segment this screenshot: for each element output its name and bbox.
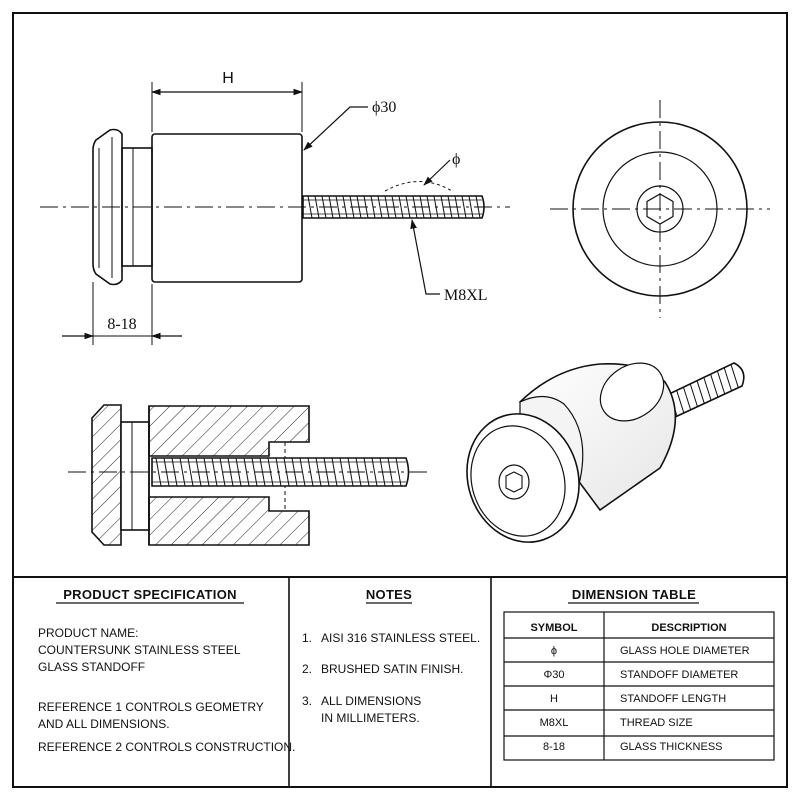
- table-cell-symbol: 8-18: [543, 741, 565, 753]
- drawing-line: [398, 195, 404, 219]
- barrel: [151, 133, 303, 283]
- note-text: IN MILLIMETERS.: [321, 711, 420, 725]
- dimension-table: SYMBOL DESCRIPTION ϕ GLASS HOLE DIAMETER…: [530, 622, 749, 753]
- drawing-line: [683, 387, 692, 410]
- spec-line: REFERENCE 1 CONTROLS GEOMETRY: [38, 700, 264, 714]
- drawing-line: [219, 457, 226, 487]
- phi-label: ϕ: [452, 151, 460, 168]
- drawing-line: [314, 195, 320, 219]
- table-cell-description: GLASS HOLE DIAMETER: [620, 645, 750, 657]
- table-cell-symbol: Φ30: [543, 669, 564, 681]
- note-number: 1.: [302, 631, 312, 645]
- note-number: 3.: [302, 694, 312, 708]
- drawing-line: [395, 457, 402, 487]
- hex-socket-icon: [646, 193, 674, 225]
- notes-title: NOTES: [366, 587, 412, 602]
- table-cell-description: STANDOFF DIAMETER: [620, 669, 738, 681]
- front-inner-circle: [602, 151, 718, 267]
- drawing-line: [211, 457, 218, 487]
- spec-text: PRODUCT NAME: COUNTERSUNK STAINLESS STEE…: [38, 626, 295, 754]
- drawing-line: [461, 195, 467, 219]
- section-view: [68, 404, 428, 546]
- drawing-line: [696, 381, 705, 404]
- drawing-line: [187, 457, 194, 487]
- drawing-line: [179, 457, 186, 487]
- d30-leader: [303, 106, 368, 151]
- sheet-border: [12, 12, 788, 788]
- note-text: AISI 316 STAINLESS STEEL.: [321, 631, 480, 645]
- side-view: [40, 82, 510, 345]
- drawing-line: [331, 457, 338, 487]
- spec-line: COUNTERSUNK STAINLESS STEEL: [38, 643, 241, 657]
- front-outer-circle: [572, 121, 748, 297]
- table-cell-symbol: H: [550, 693, 558, 705]
- drawing-line: [723, 368, 732, 391]
- drawing-line: [339, 457, 346, 487]
- table-cell-symbol: ϕ: [551, 645, 557, 657]
- head-flange: [92, 128, 123, 286]
- spec-line: GLASS STANDOFF: [38, 660, 145, 674]
- spec-title: PRODUCT SPECIFICATION: [63, 587, 237, 602]
- table-cell-description: GLASS THICKNESS: [620, 741, 723, 753]
- drawing-line: [703, 377, 712, 401]
- drawing-line: [717, 371, 726, 394]
- spec-line: AND ALL DIMENSIONS.: [38, 717, 170, 731]
- table-cell-description: STANDOFF LENGTH: [620, 693, 726, 705]
- d30-label: ϕ30: [372, 99, 396, 116]
- drawing-line: [371, 457, 378, 487]
- table-cell-symbol: M8XL: [540, 717, 569, 729]
- section-barrel-top: [148, 405, 310, 457]
- drawing-line: [730, 365, 739, 388]
- drawing-line: [676, 390, 685, 413]
- drawing-line: [363, 457, 370, 487]
- section-barrel-bottom: [148, 496, 310, 546]
- table-header-symbol: SYMBOL: [530, 622, 577, 634]
- table-header-description: DESCRIPTION: [651, 622, 726, 634]
- note-text: ALL DIMENSIONS: [321, 694, 421, 708]
- notes-list: 1. AISI 316 STAINLESS STEEL. 2. BRUSHED …: [302, 631, 480, 725]
- thread-leader: [410, 219, 440, 295]
- drawing-line: [468, 195, 474, 219]
- section-neck: [120, 421, 150, 531]
- iso-hex-socket-icon: [505, 471, 523, 493]
- thread-label: M8XL: [444, 287, 488, 304]
- dimension-table-title: DIMENSION TABLE: [572, 587, 696, 602]
- phi-arc: [384, 181, 453, 192]
- drawing-line: [710, 374, 719, 397]
- spec-line: REFERENCE 2 CONTROLS CONSTRUCTION.: [38, 740, 295, 754]
- note-number: 2.: [302, 662, 312, 676]
- drawing-line: [689, 384, 698, 407]
- front-view: [550, 100, 770, 318]
- title-block: [13, 576, 787, 787]
- socket-circle: [636, 185, 684, 233]
- section-head: [91, 404, 122, 546]
- spec-line: PRODUCT NAME:: [38, 626, 138, 640]
- glass-thickness-label: 8-18: [107, 316, 136, 333]
- iso-thread: [664, 362, 745, 420]
- table-cell-description: THREAD SIZE: [620, 717, 693, 729]
- drawing-line: [155, 457, 162, 487]
- h-label: H: [222, 70, 234, 87]
- side-thread: [302, 195, 485, 219]
- isometric-view: [466, 362, 745, 543]
- note-text: BRUSHED SATIN FINISH.: [321, 662, 463, 676]
